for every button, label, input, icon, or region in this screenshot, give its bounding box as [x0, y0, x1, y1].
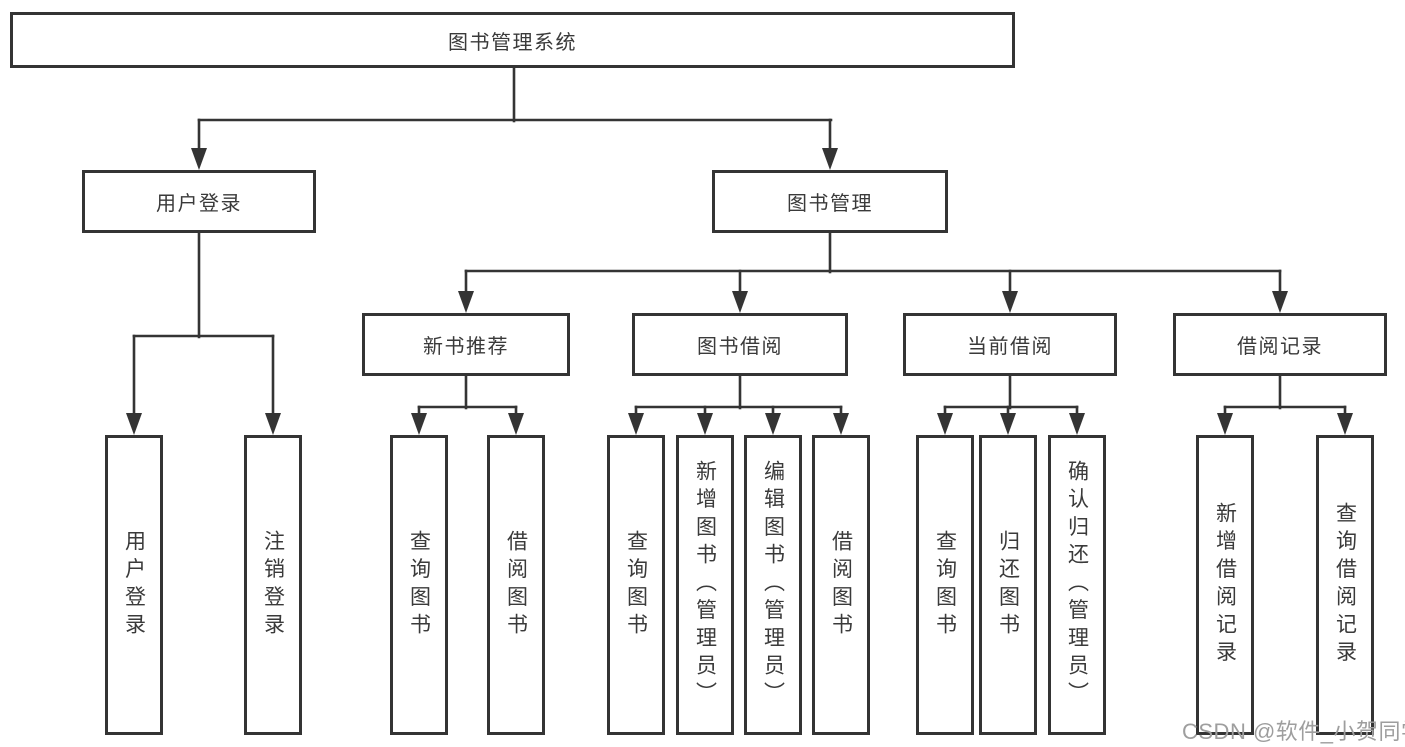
- leaf-add-books-admin: 新增图书（管理员）: [676, 435, 734, 735]
- watermark-text: CSDN @软件_小贺同学: [1182, 719, 1405, 744]
- leaf-edit-books-admin: 编辑图书（管理员）: [744, 435, 802, 735]
- leaf-return-books: 归还图书: [979, 435, 1037, 735]
- node-new-book-recommendation: 新书推荐: [362, 313, 570, 376]
- node-new-book-recommendation-label: 新书推荐: [423, 336, 509, 358]
- node-current-borrowing: 当前借阅: [903, 313, 1117, 376]
- leaf-confirm-return-admin: 确认归还（管理员）: [1048, 435, 1106, 735]
- leaf-query-books-recommend: 查询图书: [390, 435, 448, 735]
- leaf-logout-label: 注销登录: [261, 529, 285, 641]
- leaf-user-login-label: 用户登录: [122, 529, 146, 641]
- leaf-edit-books-admin-label: 编辑图书（管理员）: [761, 460, 785, 710]
- node-borrowing-records: 借阅记录: [1173, 313, 1387, 376]
- leaf-borrow-books-recommend: 借阅图书: [487, 435, 545, 735]
- leaf-query-books-recommend-label: 查询图书: [407, 529, 431, 641]
- leaf-borrow-books-borrowing: 借阅图书: [812, 435, 870, 735]
- node-current-borrowing-label: 当前借阅: [967, 336, 1053, 358]
- leaf-logout: 注销登录: [244, 435, 302, 735]
- leaf-borrow-books-borrowing-label: 借阅图书: [829, 529, 853, 641]
- leaf-borrow-books-recommend-label: 借阅图书: [504, 529, 528, 641]
- leaf-add-borrow-record-label: 新增借阅记录: [1213, 501, 1237, 669]
- leaf-query-books-borrowing: 查询图书: [607, 435, 665, 735]
- leaf-query-borrow-record: 查询借阅记录: [1316, 435, 1374, 735]
- node-book-management: 图书管理: [712, 170, 948, 233]
- node-book-management-label: 图书管理: [787, 193, 873, 215]
- node-borrowing-records-label: 借阅记录: [1237, 336, 1323, 358]
- node-library-system-label: 图书管理系统: [448, 31, 577, 54]
- leaf-query-books-borrowing-label: 查询图书: [624, 529, 648, 641]
- node-library-system: 图书管理系统: [10, 12, 1015, 68]
- node-book-borrowing: 图书借阅: [632, 313, 848, 376]
- leaf-user-login: 用户登录: [105, 435, 163, 735]
- leaf-confirm-return-admin-label: 确认归还（管理员）: [1065, 460, 1089, 710]
- leaf-return-books-label: 归还图书: [996, 529, 1020, 641]
- node-user-login: 用户登录: [82, 170, 316, 233]
- node-book-borrowing-label: 图书借阅: [697, 336, 783, 358]
- leaf-query-books-current: 查询图书: [916, 435, 974, 735]
- leaf-query-books-current-label: 查询图书: [933, 529, 957, 641]
- leaf-add-books-admin-label: 新增图书（管理员）: [693, 460, 717, 710]
- node-user-login-label: 用户登录: [156, 193, 242, 215]
- leaf-add-borrow-record: 新增借阅记录: [1196, 435, 1254, 735]
- leaf-query-borrow-record-label: 查询借阅记录: [1333, 501, 1357, 669]
